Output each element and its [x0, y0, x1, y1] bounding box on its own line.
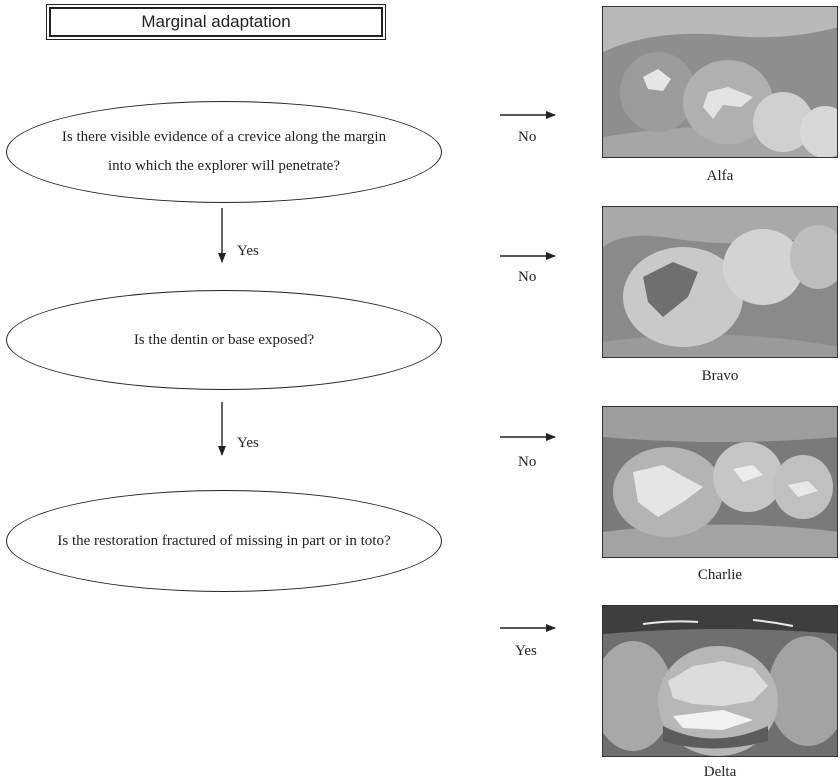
- question-fracture-text: Is the restoration fractured of missing …: [57, 532, 391, 549]
- no-label-charlie: No: [518, 454, 537, 470]
- diagram-title: Marginal adaptation: [49, 7, 383, 37]
- rating-charlie: Charlie: [697, 567, 743, 583]
- rating-bravo: Bravo: [701, 368, 739, 384]
- yes-label-2: Yes: [237, 435, 259, 451]
- question-fracture: Is the restoration fractured of missing …: [6, 490, 442, 592]
- yes-label-1: Yes: [237, 243, 259, 259]
- yes-label-delta: Yes: [515, 643, 537, 659]
- question-crevice: Is there visible evidence of a crevice a…: [6, 101, 442, 203]
- rating-delta: Delta: [703, 764, 737, 780]
- question-dentin-text: Is the dentin or base exposed?: [133, 331, 315, 348]
- no-label-bravo: No: [518, 269, 537, 285]
- question-crevice-line1: Is there visible evidence of a crevice a…: [61, 129, 387, 145]
- question-dentin: Is the dentin or base exposed?: [6, 290, 442, 390]
- no-label-alfa: No: [518, 129, 537, 145]
- photo-bravo: [602, 206, 838, 358]
- photo-delta: [602, 605, 838, 757]
- rating-alfa: Alfa: [706, 168, 734, 184]
- title-box: Marginal adaptation: [46, 4, 386, 40]
- photo-alfa: [602, 6, 838, 158]
- question-crevice-line2: into which the explorer will penetrate?: [107, 158, 340, 174]
- photo-charlie: [602, 406, 838, 558]
